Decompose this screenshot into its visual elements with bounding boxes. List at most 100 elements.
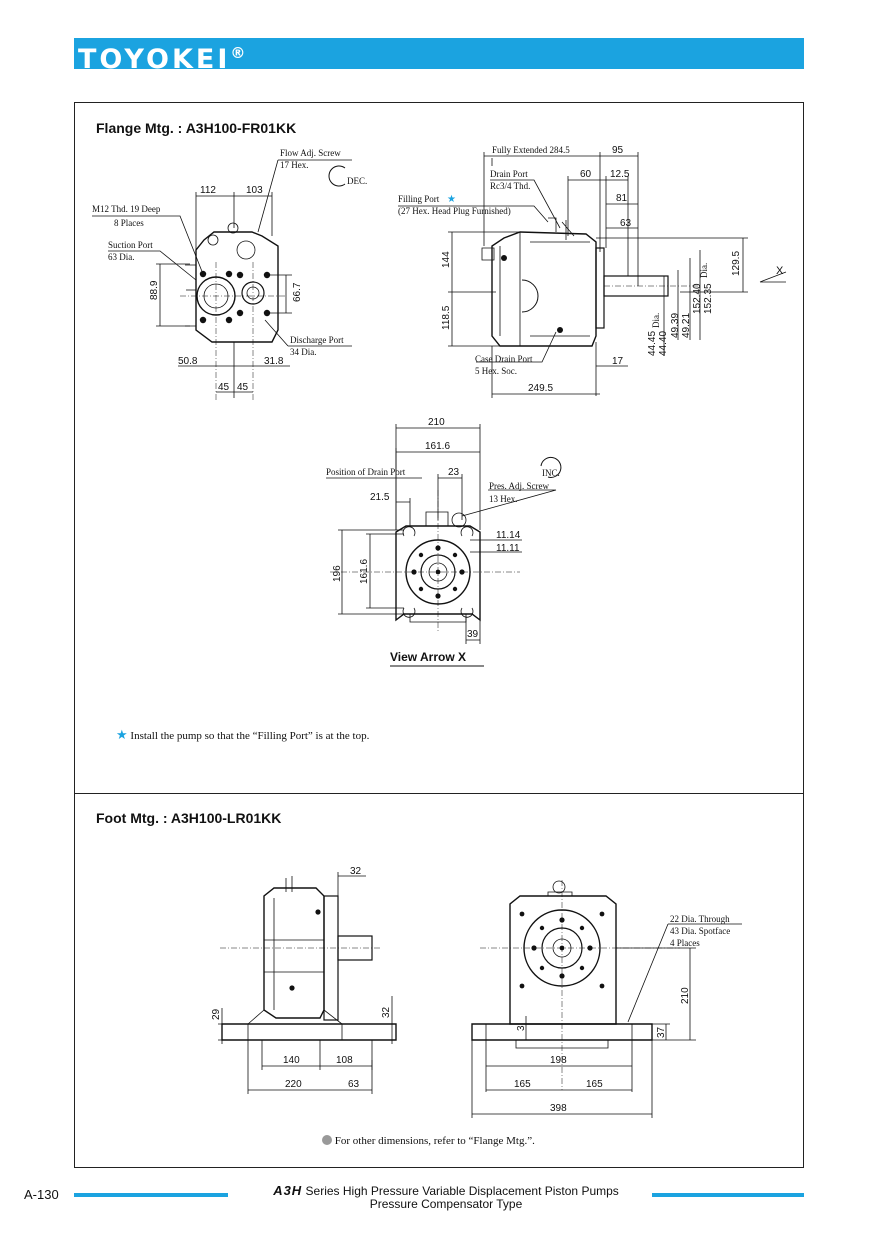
places-label: 4 Places	[670, 938, 700, 948]
view-arrow-x-title: View Arrow X	[390, 650, 466, 664]
foot-dim-37: 37	[656, 1026, 667, 1038]
x-dim-161-6-vertical: 161.6	[359, 559, 370, 584]
dim-66-7: 66.7	[292, 282, 303, 302]
filling-port-note: ★ Install the pump so that the “Filling …	[116, 727, 369, 743]
fully-extended-label: Fully Extended 284.5	[492, 145, 570, 155]
foot-dim-63: 63	[348, 1079, 360, 1090]
dia-49-21: 49.21	[681, 313, 692, 338]
foot-dim-32-b: 32	[381, 1006, 392, 1018]
dia-152-40: 152.40	[692, 283, 703, 314]
discharge-label: Discharge Port	[290, 335, 344, 345]
toyokei-logo: TOYOKEI®	[78, 39, 248, 74]
dim-17: 17	[612, 356, 624, 367]
filling-star-icon: ★	[447, 194, 456, 205]
foot-dim-210: 210	[680, 987, 691, 1004]
pres-adj-label: Pres. Adj. Screw	[489, 481, 549, 491]
footer-line-2: Pressure Compensator Type	[369, 1197, 523, 1211]
dim-45-b: 45	[237, 382, 249, 393]
dim-249-5: 249.5	[528, 383, 553, 394]
case-drain-label: Case Drain Port	[475, 354, 533, 364]
foot-front-view	[471, 880, 742, 1118]
dim-12-5: 12.5	[610, 169, 630, 180]
pres-hex-label: 13 Hex.	[489, 494, 518, 504]
dec-label: DEC.	[347, 176, 367, 186]
dim-95: 95	[612, 145, 624, 156]
x-dim-21-5: 21.5	[370, 492, 390, 503]
tol-11-14: 11.14	[496, 530, 521, 541]
dim-50-8: 50.8	[178, 356, 198, 367]
dia-152-35: 152.35	[703, 283, 714, 314]
footer-line-left	[74, 1193, 228, 1197]
filling-note-text: Install the pump so that the “Filling Po…	[130, 730, 370, 742]
dia-49-39: 49.39	[670, 313, 681, 338]
dim-81: 81	[616, 193, 628, 204]
flange-side-view	[398, 152, 787, 398]
section-divider	[74, 793, 804, 794]
foot-dim-140: 140	[283, 1055, 300, 1066]
drawing-frame	[74, 102, 804, 1168]
foot-dim-29: 29	[211, 1008, 222, 1020]
footer-title: A3H Series High Pressure Variable Displa…	[236, 1184, 656, 1211]
dim-31-8: 31.8	[264, 356, 284, 367]
foot-section-title: Foot Mtg. : A3H100-LR01KK	[96, 810, 282, 826]
dia-44-45: 44.45	[647, 331, 658, 356]
dim-88-9: 88.9	[149, 280, 160, 300]
foot-dim-32-a: 32	[350, 866, 362, 877]
foot-dim-108: 108	[336, 1055, 353, 1066]
view-arrow-x	[326, 424, 562, 667]
filling-hex-label: (27 Hex. Head Plug Furnished)	[398, 206, 511, 216]
flow-hex-label: 17 Hex.	[280, 160, 309, 170]
flow-adj-label: Flow Adj. Screw	[280, 148, 341, 158]
page-number: A-130	[24, 1187, 59, 1202]
through-label: 22 Dia. Through	[670, 914, 730, 924]
m12-places-label: 8 Places	[114, 218, 144, 228]
dim-112: 112	[200, 185, 216, 196]
x-dim-210: 210	[428, 417, 445, 428]
x-dim-161-6: 161.6	[425, 441, 450, 452]
dim-45-a: 45	[218, 382, 230, 393]
dim-129-5: 129.5	[731, 251, 742, 276]
filling-port-label: Filling Port	[398, 194, 440, 204]
foot-dim-398: 398	[550, 1103, 567, 1114]
discharge-dia-label: 34 Dia.	[290, 347, 317, 357]
brand-header-bar: TOYOKEI®	[74, 38, 804, 74]
foot-dim-3: 3	[516, 1025, 527, 1031]
x-dim-39: 39	[467, 629, 479, 640]
a3h-logo: A3H	[273, 1183, 303, 1198]
star-icon: ★	[116, 727, 128, 742]
bullet-icon	[322, 1135, 332, 1145]
foot-side-view	[218, 872, 397, 1094]
brand-name: TOYOKEI	[78, 44, 231, 75]
footer-line-1: A3H Series High Pressure Variable Displa…	[236, 1184, 656, 1198]
other-dimensions-note: For other dimensions, refer to “Flange M…	[322, 1135, 535, 1147]
footer-line-right	[652, 1193, 804, 1197]
flange-section-title: Flange Mtg. : A3H100-FR01KK	[96, 120, 297, 136]
dim-63: 63	[620, 218, 632, 229]
arrow-x-label: X	[776, 265, 784, 277]
drain-port-label: Drain Port	[490, 169, 528, 179]
case-hex-label: 5 Hex. Soc.	[475, 366, 517, 376]
dia-44-40: 44.40	[658, 331, 669, 356]
dia-suffix-2: Dia.	[699, 263, 709, 278]
foot-dim-198: 198	[550, 1055, 567, 1066]
x-dim-196: 196	[332, 565, 343, 582]
tol-11-11: 11.11	[496, 543, 520, 554]
drain-position-label: Position of Drain Port	[326, 467, 406, 477]
flange-front-view	[92, 159, 352, 400]
foot-dim-165-b: 165	[586, 1079, 603, 1090]
dia-suffix: Dia.	[651, 313, 661, 328]
suction-dia-label: 63 Dia.	[108, 252, 135, 262]
dim-144: 144	[441, 251, 452, 268]
dim-118-5: 118.5	[441, 305, 452, 330]
other-note-text: For other dimensions, refer to “Flange M…	[334, 1135, 535, 1147]
x-dim-23: 23	[448, 467, 460, 478]
footer-series-text: Series High Pressure Variable Displaceme…	[302, 1184, 619, 1198]
dim-60: 60	[580, 169, 592, 180]
m12-label: M12 Thd. 19 Deep	[92, 204, 161, 214]
inc-label: INC.	[542, 468, 560, 478]
foot-dim-220: 220	[285, 1079, 302, 1090]
foot-dim-165-a: 165	[514, 1079, 531, 1090]
drain-thd-label: Rc3/4 Thd.	[490, 181, 530, 191]
suction-label: Suction Port	[108, 240, 153, 250]
